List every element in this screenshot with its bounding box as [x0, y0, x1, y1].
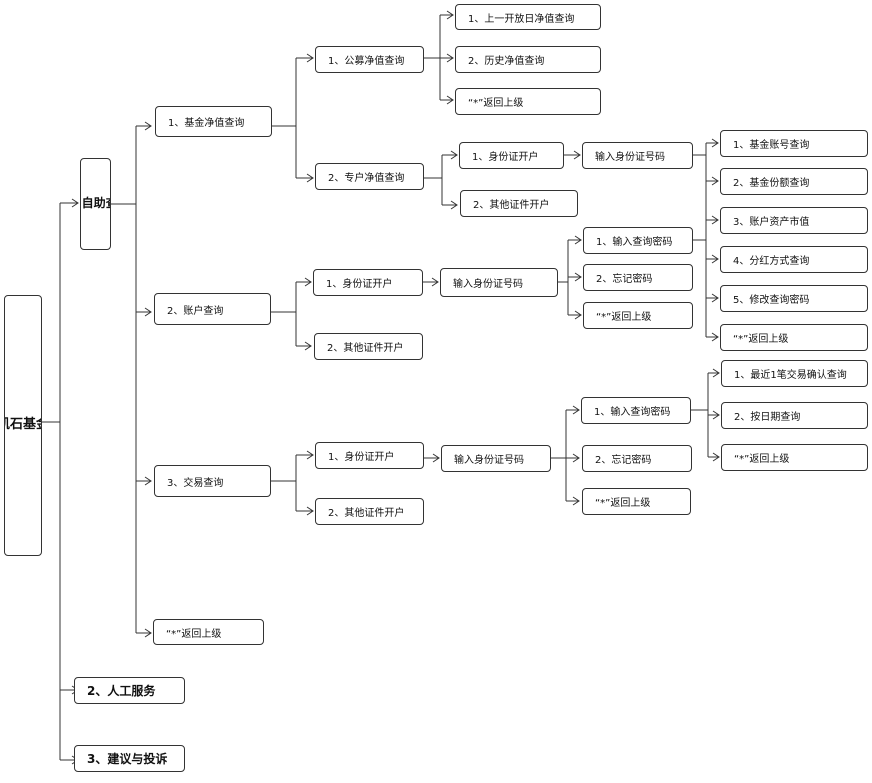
node-suggestion-complaint: 3、建议与投诉	[74, 745, 185, 772]
node-special-nav: 2、专户净值查询	[315, 163, 424, 190]
node-account-id-input: 输入身份证号码	[440, 268, 558, 297]
node-special-menu-5: 5、修改查询密码	[720, 285, 868, 312]
node-self-service: 1、自助查询	[80, 158, 111, 250]
node-account-query: 2、账户查询	[154, 293, 271, 325]
node-trade-query: 3、交易查询	[154, 465, 271, 497]
node-special-menu-2: 2、基金份额查询	[720, 168, 868, 195]
node-public-item-1: 1、上一开放日净值查询	[455, 4, 601, 30]
node-special-other-open: 2、其他证件开户	[460, 190, 578, 217]
node-trade-latest-confirm: 1、最近1笔交易确认查询	[721, 360, 868, 387]
node-manual-service: 2、人工服务	[74, 677, 185, 704]
node-account-pwd-input: 1、输入查询密码	[583, 227, 693, 254]
root-node: 欢迎致电凯石基金客服热线	[4, 295, 42, 556]
node-trade-id-input: 输入身份证号码	[441, 445, 551, 472]
node-trade-other-open: 2、其他证件开户	[315, 498, 424, 525]
node-fund-nav-query: 1、基金净值查询	[155, 106, 272, 137]
node-trade-id-open: 1、身份证开户	[315, 442, 424, 469]
node-special-id-input: 输入身份证号码	[582, 142, 693, 169]
node-back-level2: “*”返回上级	[153, 619, 264, 645]
node-trade-query-back: “*”返回上级	[721, 444, 868, 471]
node-public-item-2: 2、历史净值查询	[455, 46, 601, 73]
node-special-id-open: 1、身份证开户	[459, 142, 564, 169]
node-special-menu-3: 3、账户资产市值	[720, 207, 868, 234]
node-special-menu-back: “*”返回上级	[720, 324, 868, 351]
node-account-back: “*”返回上级	[583, 302, 693, 329]
node-special-menu-1: 1、基金账号查询	[720, 130, 868, 157]
node-trade-forgot-pwd: 2、忘记密码	[582, 445, 692, 472]
node-account-id-open: 1、身份证开户	[313, 269, 423, 296]
node-public-item-back: “*”返回上级	[455, 88, 601, 115]
node-account-forgot-pwd: 2、忘记密码	[583, 264, 693, 291]
node-trade-by-date: 2、按日期查询	[721, 402, 868, 429]
node-trade-back: “*”返回上级	[582, 488, 691, 515]
node-trade-pwd-input: 1、输入查询密码	[581, 397, 691, 424]
node-special-menu-4: 4、分红方式查询	[720, 246, 868, 273]
node-public-nav: 1、公募净值查询	[315, 46, 424, 73]
node-account-other-open: 2、其他证件开户	[314, 333, 423, 360]
